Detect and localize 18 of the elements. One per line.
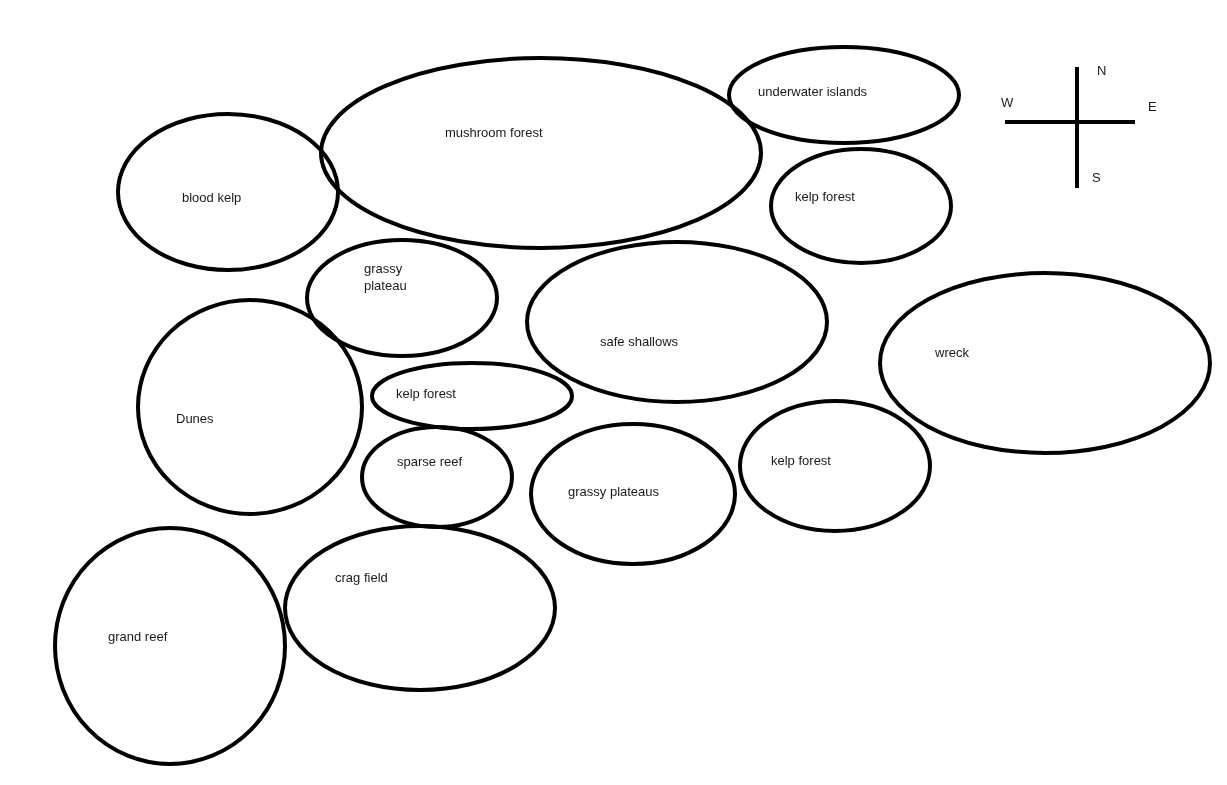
region-label: mushroom forest: [445, 124, 543, 141]
region-label: underwater islands: [758, 83, 868, 100]
compass-letter: S: [1092, 170, 1101, 185]
region-label: kelp forest: [771, 452, 831, 469]
region-label: wreck: [935, 344, 969, 361]
compass-letter: N: [1097, 63, 1107, 78]
region-label: kelp forest: [396, 385, 456, 402]
region-label: safe shallows: [600, 333, 679, 350]
region-label: grassy plateaus: [568, 483, 660, 500]
region-label: crag field: [335, 569, 388, 586]
region-label: sparse reef: [397, 453, 463, 470]
region-label: grassy plateau: [364, 260, 408, 294]
region-label: grand reef: [108, 628, 168, 645]
region-label: kelp forest: [795, 188, 855, 205]
region-label: Dunes: [176, 410, 214, 427]
compass-letter: W: [1001, 95, 1014, 110]
compass-letter: E: [1148, 99, 1157, 114]
region-label: blood kelp: [182, 189, 242, 206]
